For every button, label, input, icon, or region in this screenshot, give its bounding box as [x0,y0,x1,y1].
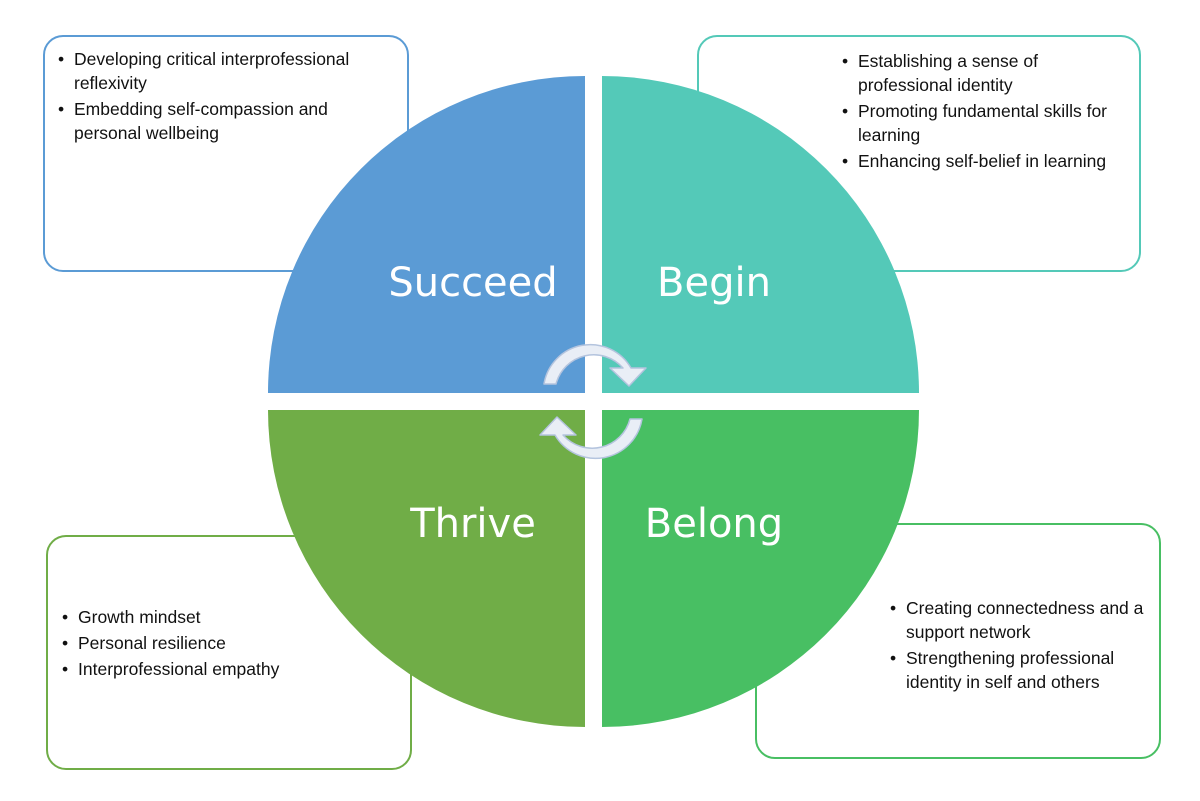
thrive-list: Growth mindset Personal resilience Inter… [62,605,394,681]
begin-list: Establishing a sense of professional ide… [842,49,1123,173]
begin-item: Enhancing self-belief in learning [842,149,1123,173]
succeed-list: Developing critical interprofessional re… [58,47,389,145]
thrive-quadrant [268,410,585,727]
succeed-label: Succeed [388,260,557,306]
succeed-quadrant [268,76,585,393]
belong-item: Strengthening professional identity in s… [890,646,1151,694]
thrive-label: Thrive [409,501,536,547]
thrive-item: Interprofessional empathy [62,657,394,681]
begin-item: Establishing a sense of professional ide… [842,49,1123,97]
belong-box: Creating connectedness and a support net… [755,523,1161,759]
begin-item: Promoting fundamental skills for learnin… [842,99,1123,147]
succeed-item: Embedding self-compassion and personal w… [58,97,389,145]
succeed-item: Developing critical interprofessional re… [58,47,389,95]
belong-list: Creating connectedness and a support net… [890,596,1151,694]
belong-quadrant [602,410,919,727]
clockwise-arrow-icon [543,343,647,387]
succeed-box: Developing critical interprofessional re… [43,35,409,272]
begin-label: Begin [657,260,771,306]
thrive-item: Personal resilience [62,631,394,655]
belong-item: Creating connectedness and a support net… [890,596,1151,644]
thrive-item: Growth mindset [62,605,394,629]
clockwise-arrow-icon [539,416,643,460]
belong-label: Belong [645,501,783,547]
begin-quadrant [602,76,919,393]
